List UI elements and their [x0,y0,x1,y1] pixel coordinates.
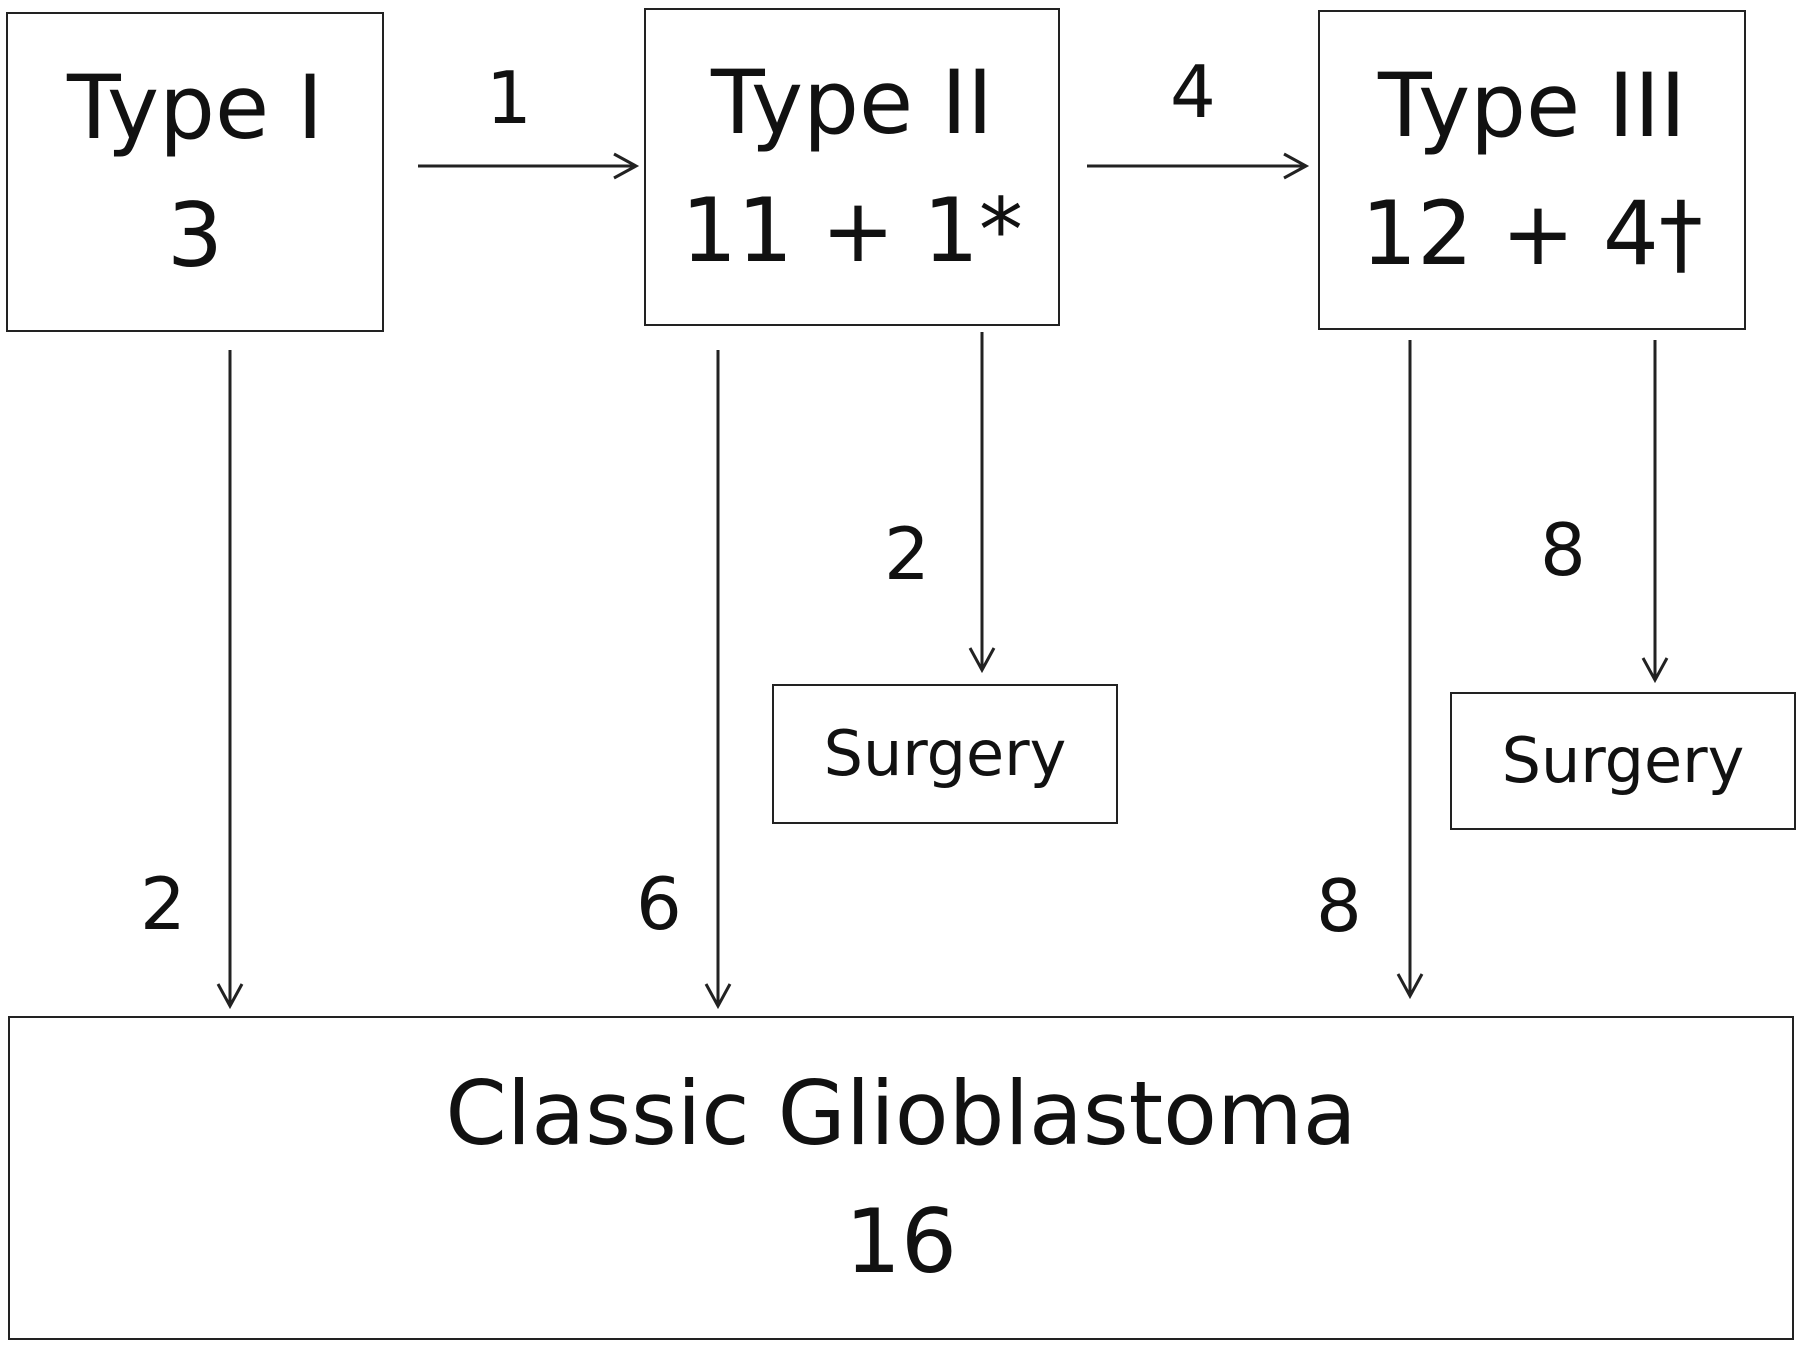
edge-label-type2-to-type3: 4 [1170,50,1216,134]
arrow-type1-to-type2 [418,152,640,180]
type1-title: Type I [66,56,324,159]
type2-title: Type II [710,51,993,154]
surgery-box-type2: Surgery [772,684,1118,824]
surgery-box-type3: Surgery [1450,692,1796,830]
arrow-type1-to-glioblastoma [216,350,244,1010]
edge-label-type1-to-type2: 1 [486,56,532,140]
type3-count: 12 + 4† [1361,182,1703,285]
arrow-type2-to-surgery [968,332,996,674]
arrow-type3-to-glioblastoma [1396,340,1424,1000]
type3-box: Type III 12 + 4† [1318,10,1746,330]
edge-label-type3-to-glioblastoma: 8 [1316,864,1362,948]
glioblastoma-title: Classic Glioblastoma [445,1062,1357,1165]
type1-box: Type I 3 [6,12,384,332]
type1-count: 3 [167,184,223,287]
arrow-type3-to-surgery [1641,340,1669,684]
edge-label-type3-to-surgery: 8 [1540,508,1586,592]
surgery-label-type3: Surgery [1501,724,1745,797]
arrow-type2-to-type3 [1087,152,1310,180]
type2-count: 11 + 1* [681,179,1023,282]
arrow-type2-to-glioblastoma [704,350,732,1010]
type3-title: Type III [1378,54,1686,157]
edge-label-type2-to-surgery: 2 [884,512,930,596]
glioblastoma-count: 16 [845,1190,957,1293]
glioblastoma-box: Classic Glioblastoma 16 [8,1016,1794,1340]
edge-label-type1-to-glioblastoma: 2 [140,862,186,946]
type2-box: Type II 11 + 1* [644,8,1060,326]
surgery-label-type2: Surgery [823,717,1067,790]
edge-label-type2-to-glioblastoma: 6 [636,862,682,946]
